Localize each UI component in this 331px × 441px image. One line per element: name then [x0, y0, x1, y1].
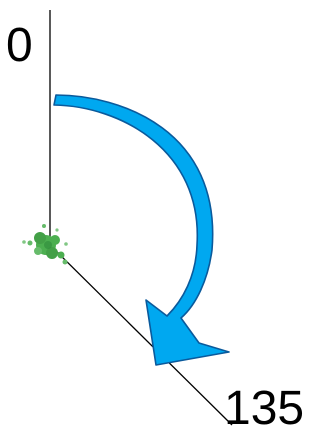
rotation-arrow-body: [54, 95, 229, 365]
pivot-point-icon: [22, 224, 68, 265]
start-angle-label: 0: [6, 22, 33, 70]
clockwise-rotation-arrow-icon: [54, 95, 229, 365]
end-angle-label: 135: [224, 385, 304, 433]
